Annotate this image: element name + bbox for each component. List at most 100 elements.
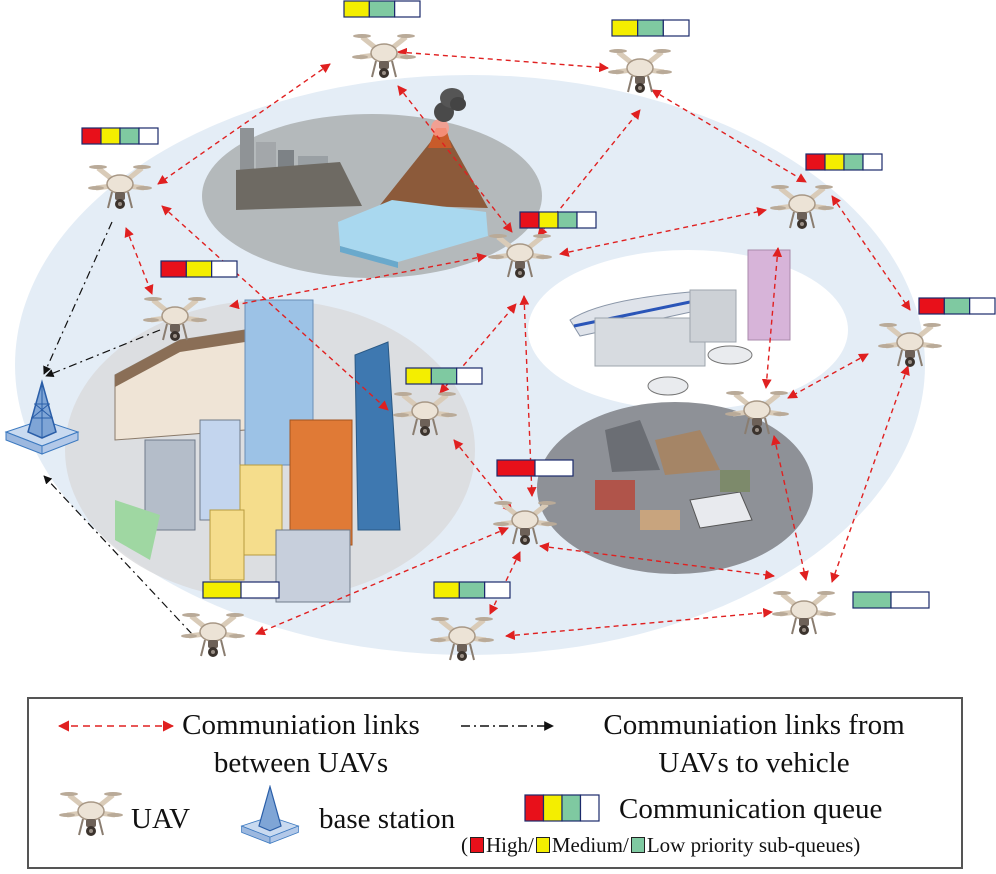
queue-top-center-segment-empty bbox=[394, 0, 421, 18]
queue-center bbox=[519, 211, 597, 229]
queue-bottom-right-segment-empty bbox=[890, 591, 930, 609]
queue-top-right-segment-empty bbox=[662, 19, 690, 37]
uav-icon-bottom-right bbox=[772, 591, 836, 635]
queue-upper-left-segment-medium bbox=[100, 127, 121, 145]
vehicle-link-1 bbox=[45, 329, 161, 378]
queue-upper-left-segment-high bbox=[81, 127, 102, 145]
uav-link-1 bbox=[157, 63, 331, 185]
uav-link-16 bbox=[771, 435, 809, 581]
priority-open-paren: ( bbox=[461, 833, 468, 857]
low-swatch bbox=[630, 837, 645, 853]
uav-link-8 bbox=[161, 205, 389, 411]
queue-far-right bbox=[918, 297, 996, 315]
queue-upper-left-segment-low bbox=[119, 127, 140, 145]
queue-middle bbox=[405, 367, 483, 385]
queue-left-mid bbox=[160, 260, 238, 278]
queue-upper-left-segment-empty bbox=[138, 127, 159, 145]
queue-top-center-segment-low bbox=[368, 0, 396, 18]
queue-right-upper-segment-medium bbox=[824, 153, 845, 171]
queue-top-right-segment-medium bbox=[611, 19, 639, 37]
queue-bottom-center-segment-empty bbox=[484, 581, 511, 599]
queue-bottom-left-segment-empty bbox=[240, 581, 280, 599]
queue-bottom-right-segment-low bbox=[852, 591, 892, 609]
uav-link-legend-icon bbox=[57, 720, 175, 732]
uav-icon-top-right bbox=[608, 49, 672, 93]
communication-queue-legend-icon bbox=[524, 794, 600, 822]
uav-link-18 bbox=[255, 526, 509, 636]
vehicle-link-legend-icon bbox=[461, 721, 554, 731]
legend: Communiation links between UAVs Communia… bbox=[27, 697, 963, 869]
queue-right-upper bbox=[805, 153, 883, 171]
vehicle-link-legend-label-2: UAVs to vehicle bbox=[658, 747, 850, 779]
links-layer bbox=[43, 47, 911, 641]
vehicle-link-0 bbox=[43, 221, 113, 375]
uav-link-15 bbox=[830, 365, 910, 583]
legend-queue-bar-segment-low bbox=[561, 794, 582, 822]
base-station-legend-label: base station bbox=[319, 803, 456, 835]
queue-center-segment-low bbox=[557, 211, 578, 229]
uav-link-7 bbox=[124, 227, 154, 295]
queue-left-mid-segment-high bbox=[160, 260, 187, 278]
uav-link-19 bbox=[489, 551, 521, 615]
queue-middle-segment-medium bbox=[405, 367, 432, 385]
uav-icon-top-center bbox=[352, 34, 416, 78]
queue-bottom-center-segment-medium bbox=[433, 581, 460, 599]
uav-link-5 bbox=[559, 207, 767, 257]
queue-bottom-left-segment-medium bbox=[202, 581, 242, 599]
uav-link-4 bbox=[651, 89, 807, 183]
queue-far-right-segment-empty bbox=[969, 297, 996, 315]
uav-icon bbox=[59, 785, 123, 845]
queue-top-right-segment-low bbox=[637, 19, 664, 37]
queue-bottom-center bbox=[433, 581, 511, 599]
uav-link-11 bbox=[453, 439, 513, 513]
queue-center-segment-medium bbox=[538, 211, 559, 229]
vehicle-link-2 bbox=[43, 475, 193, 635]
vehicle-link-legend-label-1: Communiation links from bbox=[603, 709, 905, 741]
priority-high-label: High/ bbox=[486, 833, 534, 857]
high-swatch bbox=[470, 837, 484, 853]
network-diagram bbox=[4, 0, 996, 697]
uav-link-0 bbox=[397, 47, 609, 73]
queue-right-upper-segment-empty bbox=[862, 153, 883, 171]
queue-top-right bbox=[611, 19, 690, 37]
base-station-icon bbox=[4, 379, 80, 455]
queue-top-center-segment-medium bbox=[343, 0, 370, 18]
legend-queue-bar-segment-high bbox=[524, 794, 545, 822]
queue-middle-segment-empty bbox=[456, 367, 483, 385]
uav-link-13 bbox=[787, 353, 869, 399]
legend-queue-bar-segment-medium bbox=[542, 794, 563, 822]
legend-queue-bar-segment-empty bbox=[579, 794, 600, 822]
queue-lower-center bbox=[496, 459, 574, 477]
queue-bottom-center-segment-low bbox=[458, 581, 486, 599]
city-scene bbox=[65, 299, 475, 603]
queue-right-upper-segment-high bbox=[805, 153, 826, 171]
priority-medium-label: Medium/ bbox=[551, 833, 629, 857]
queue-left-mid-segment-medium bbox=[185, 260, 213, 278]
queue-far-right-segment-high bbox=[918, 297, 945, 315]
uav-link-14 bbox=[761, 247, 783, 389]
uav-legend-label: UAV bbox=[131, 803, 191, 835]
queue-center-segment-high bbox=[519, 211, 540, 229]
queue-lower-center-segment-high bbox=[496, 459, 536, 477]
uav-icon-bottom-left bbox=[181, 613, 245, 657]
priority-legend: ( High/Medium/Low priority sub-queues) bbox=[461, 833, 860, 858]
uav-link-legend-label-1: Communiation links bbox=[182, 709, 420, 741]
queue-upper-left bbox=[81, 127, 159, 145]
queue-bottom-left bbox=[202, 581, 280, 599]
queue-lower-center-segment-empty bbox=[534, 459, 574, 477]
medium-swatch bbox=[535, 837, 550, 853]
disaster-scene bbox=[537, 402, 813, 574]
communication-queue-legend-label: Communication queue bbox=[619, 793, 883, 825]
transport-scene bbox=[528, 249, 848, 410]
queue-middle-segment-low bbox=[430, 367, 458, 385]
queue-right-upper-segment-low bbox=[843, 153, 864, 171]
queue-bottom-right bbox=[852, 591, 930, 609]
base-station-legend-icon bbox=[240, 785, 300, 844]
queue-center-segment-empty bbox=[576, 211, 597, 229]
legend-queue-bar bbox=[524, 794, 600, 822]
priority-low-label: Low priority sub-queues) bbox=[646, 833, 861, 857]
uav-link-17 bbox=[539, 542, 775, 580]
uav-link-legend-label-2: between UAVs bbox=[213, 747, 389, 779]
queue-left-mid-segment-empty bbox=[211, 260, 238, 278]
queue-far-right-segment-low bbox=[943, 297, 971, 315]
